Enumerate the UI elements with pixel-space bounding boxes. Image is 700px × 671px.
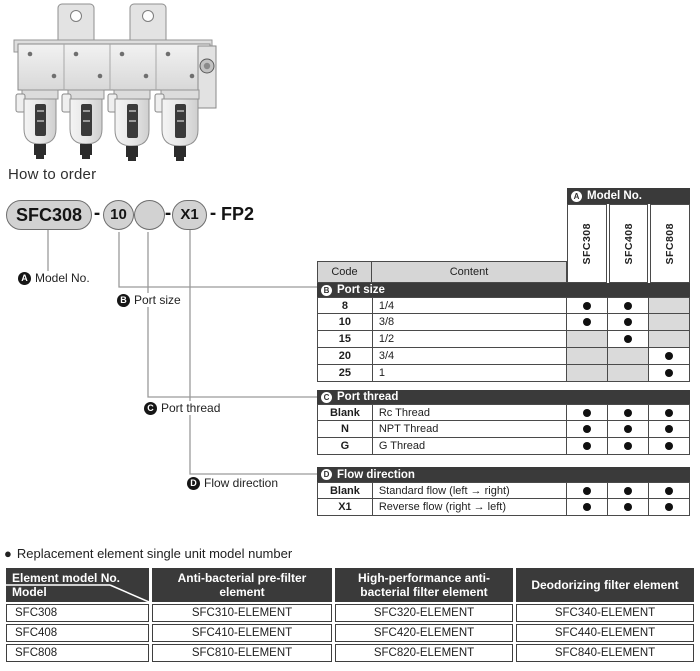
filter-bowl-icon xyxy=(15,89,200,161)
table-row: N NPT Thread xyxy=(317,421,690,438)
table-row: 10 3/8 xyxy=(317,314,690,331)
availability-cell xyxy=(567,499,609,515)
callout-model-no: A Model No. xyxy=(16,271,92,285)
table-row: SFC308 SFC310-ELEMENT SFC320-ELEMENT SFC… xyxy=(6,604,694,622)
availability-cell xyxy=(649,314,690,330)
model-no-header-label: Model No. xyxy=(587,190,642,202)
corner-top-label: Element model No. xyxy=(12,571,121,585)
model-code-pill: SFC308 xyxy=(6,200,92,230)
availability-cell xyxy=(649,421,690,437)
callout-label: Flow direction xyxy=(204,476,279,490)
availability-cell xyxy=(649,405,690,420)
callout-flow-direction: D Flow direction xyxy=(185,476,281,490)
availability-cell xyxy=(567,298,609,313)
availability-cell xyxy=(649,331,690,347)
table-row: 25 1 xyxy=(317,365,690,382)
badge-a-icon: A xyxy=(18,271,31,285)
diagonal-divider-icon xyxy=(6,584,149,602)
table-row: 8 1/4 xyxy=(317,297,690,314)
availability-cell xyxy=(567,483,609,498)
port-thread-circle xyxy=(134,200,165,230)
availability-cell xyxy=(567,365,609,381)
availability-cell xyxy=(649,438,690,454)
table-row: Blank Standard flow (left → right) xyxy=(317,482,690,499)
model-column-sfc408: SFC408 xyxy=(608,204,649,283)
badge-d-icon: D xyxy=(321,469,332,480)
availability-cell xyxy=(567,331,609,347)
code-separator: - xyxy=(93,203,101,224)
availability-cell xyxy=(567,405,609,420)
model-column-sfc808: SFC808 xyxy=(650,204,691,283)
badge-c-icon: C xyxy=(144,401,157,415)
availability-cell xyxy=(567,348,609,364)
table-row: Blank Rc Thread xyxy=(317,404,690,421)
column-header-deodorizing: Deodorizing filter element xyxy=(516,568,694,602)
table-header-row: Element model No. Model Anti-bacterial p… xyxy=(6,568,694,602)
badge-c-icon: C xyxy=(321,391,332,403)
availability-cell xyxy=(608,348,650,364)
availability-cell xyxy=(608,314,650,330)
table-row: SFC408 SFC410-ELEMENT SFC420-ELEMENT SFC… xyxy=(6,624,694,642)
port-size-circle: 10 xyxy=(103,200,134,230)
availability-cell xyxy=(567,314,609,330)
callout-port-thread: C Port thread xyxy=(142,401,223,415)
product-photo xyxy=(13,3,217,161)
section-header-port-thread: C Port thread xyxy=(317,390,690,404)
badge-b-icon: B xyxy=(321,284,332,296)
replacement-section-title: ● Replacement element single unit model … xyxy=(4,546,292,561)
how-to-order-heading: How to order xyxy=(8,166,97,183)
replacement-title-text: Replacement element single unit model nu… xyxy=(16,546,293,561)
table-row: 15 1/2 xyxy=(317,331,690,348)
callout-label: Port thread xyxy=(161,401,221,415)
badge-a-icon: A xyxy=(571,190,582,202)
code-separator: - xyxy=(209,203,217,224)
table-row: X1 Reverse flow (right → left) xyxy=(317,499,690,516)
table-row: G G Thread xyxy=(317,438,690,455)
availability-cell xyxy=(608,331,650,347)
availability-cell xyxy=(649,365,690,381)
bullet-icon: ● xyxy=(4,546,12,561)
replacement-element-table: Element model No. Model Anti-bacterial p… xyxy=(3,566,697,664)
model-columns: SFC308 SFC408 SFC808 xyxy=(567,204,691,283)
callout-label: Model No. xyxy=(35,271,90,285)
callout-label: Port size xyxy=(134,293,181,307)
table-column-headers: Code Content xyxy=(317,261,567,283)
model-column-sfc308: SFC308 xyxy=(567,204,607,283)
port-thread-rows: Blank Rc Thread N NPT Thread G G Thread xyxy=(317,404,690,455)
availability-cell xyxy=(567,438,609,454)
content-column-header: Content xyxy=(372,261,567,283)
model-no-header: A Model No. xyxy=(567,188,690,204)
column-header-prefilter: Anti-bacterial pre-filter element xyxy=(152,568,332,602)
code-separator: - xyxy=(164,203,172,224)
availability-cell xyxy=(608,365,650,381)
availability-cell xyxy=(608,421,650,437)
availability-cell xyxy=(567,421,609,437)
availability-cell xyxy=(608,499,650,515)
flow-direction-rows: Blank Standard flow (left → right) X1 Re… xyxy=(317,482,690,516)
badge-d-icon: D xyxy=(187,476,200,490)
table-row: SFC808 SFC810-ELEMENT SFC820-ELEMENT SFC… xyxy=(6,644,694,662)
code-column-header: Code xyxy=(317,261,372,283)
section-header-flow-direction: D Flow direction xyxy=(317,467,690,482)
port-size-rows: 8 1/4 10 3/8 15 1/2 20 3/4 2 xyxy=(317,297,690,382)
availability-cell xyxy=(649,499,690,515)
availability-cell xyxy=(608,483,650,498)
availability-cell xyxy=(649,483,690,498)
mounting-bracket-icon xyxy=(57,3,167,45)
order-option-table: A Model No. SFC308 SFC408 SFC808 Code Co… xyxy=(317,188,691,518)
section-header-port-size: B Port size xyxy=(317,283,690,297)
callout-port-size: B Port size xyxy=(115,293,183,307)
table-row: 20 3/4 xyxy=(317,348,690,365)
corner-header-cell: Element model No. Model xyxy=(6,568,149,602)
availability-cell xyxy=(649,298,690,313)
column-header-antibacterial: High-performance anti-bacterial filter e… xyxy=(335,568,513,602)
availability-cell xyxy=(608,405,650,420)
flow-direction-pill: X1 xyxy=(172,200,207,230)
availability-cell xyxy=(608,438,650,454)
code-suffix: FP2 xyxy=(221,204,255,224)
corner-bottom-label: Model xyxy=(12,584,47,599)
availability-cell xyxy=(608,298,650,313)
availability-cell xyxy=(649,348,690,364)
badge-b-icon: B xyxy=(117,293,130,307)
